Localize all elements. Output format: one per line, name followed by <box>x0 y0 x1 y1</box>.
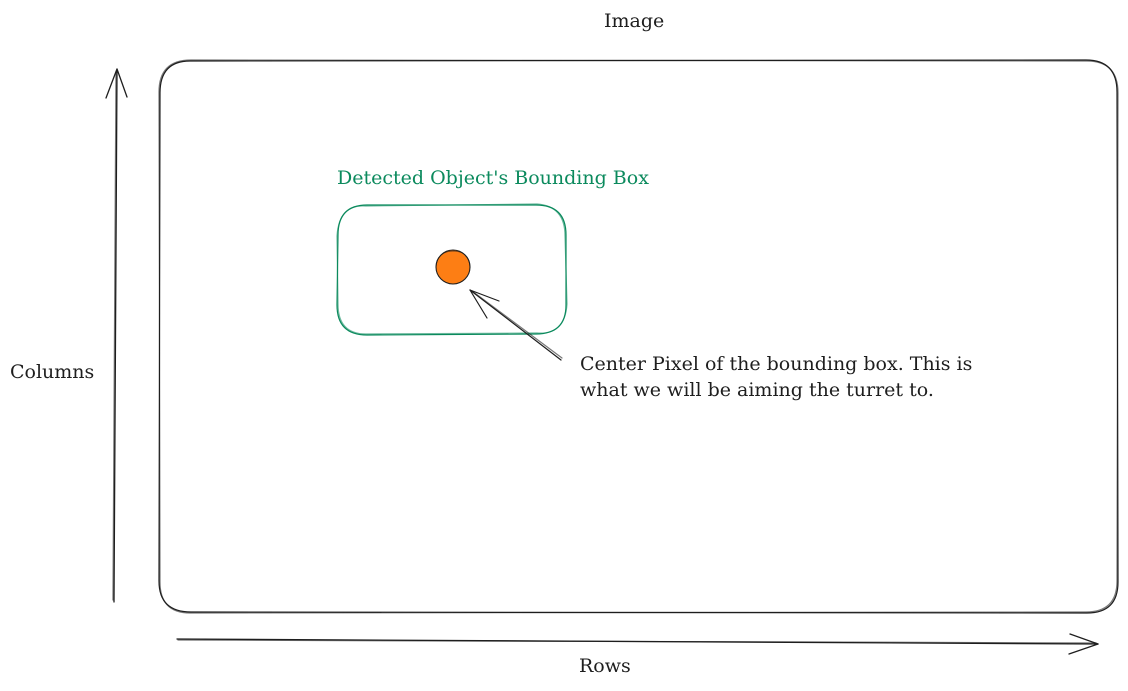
rows-axis-arrow <box>176 633 1099 655</box>
annotation-line-2: what we will be aiming the turret to. <box>580 379 934 401</box>
annotation-arrow <box>469 289 563 361</box>
image-title: Image <box>604 10 665 32</box>
rows-axis-label: Rows <box>579 655 631 677</box>
bounding-box <box>336 203 568 336</box>
columns-axis-arrow <box>105 68 128 603</box>
center-pixel-dot <box>435 249 471 285</box>
center-pixel-annotation: Center Pixel of the bounding box. This i… <box>580 351 1020 403</box>
bounding-box-label: Detected Object's Bounding Box <box>337 167 649 189</box>
image-frame <box>158 59 1119 614</box>
columns-axis-label: Columns <box>10 361 95 383</box>
annotation-line-1: Center Pixel of the bounding box. This i… <box>580 353 973 375</box>
